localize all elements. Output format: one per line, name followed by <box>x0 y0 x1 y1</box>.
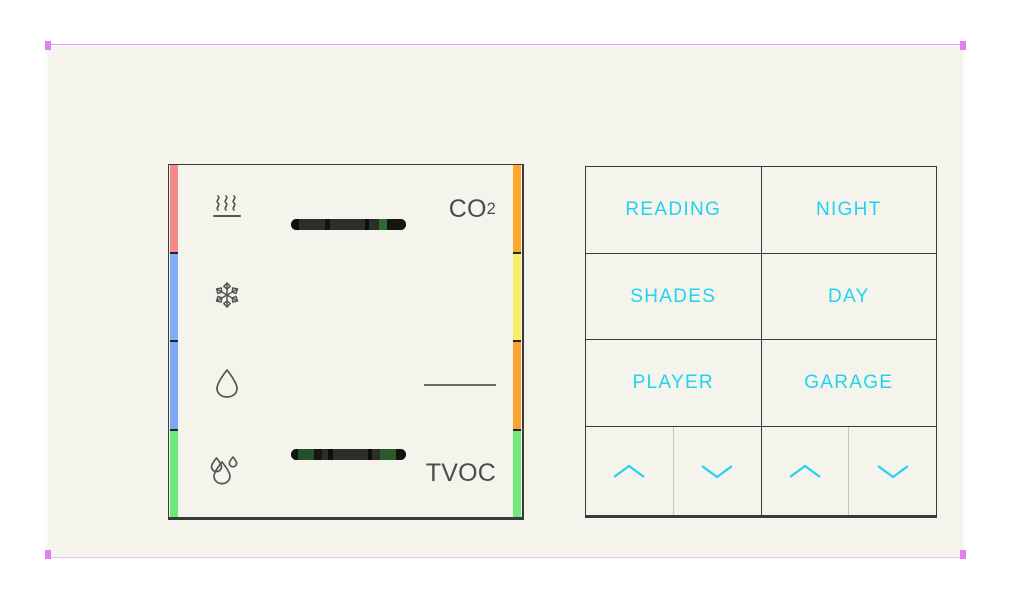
slider-segment <box>314 449 322 460</box>
slider-segment <box>299 219 325 230</box>
chevron-up-icon <box>789 464 821 478</box>
selection-handle-top-left[interactable] <box>45 41 51 50</box>
dehumidify-droplets-icon <box>208 454 246 493</box>
slider-segment <box>291 449 298 460</box>
dehumidify-button[interactable] <box>199 429 255 517</box>
slider-segment <box>379 219 387 230</box>
label-spacer-upper <box>366 253 496 341</box>
right-status-bar-strip <box>513 165 521 517</box>
top-touch-slider[interactable] <box>291 219 406 230</box>
slider-segment <box>380 449 396 460</box>
left-status-bar-strip <box>170 165 178 517</box>
status-bar-segment-cooling <box>170 252 178 341</box>
co2-label-text: CO <box>448 194 487 223</box>
status-bar-segment-co2-high <box>513 165 521 253</box>
heating-icon <box>210 192 244 227</box>
slider-segment <box>369 219 379 230</box>
scene-key-night[interactable]: NIGHT <box>815 198 882 220</box>
slider-segment <box>372 449 380 460</box>
divider-rule <box>424 384 496 386</box>
keypad-row-3: PLAYER GARAGE <box>586 340 936 428</box>
selection-handle-bottom-left[interactable] <box>45 550 51 559</box>
chevron-down-icon <box>701 464 733 478</box>
snowflake-icon <box>212 280 242 315</box>
status-bar-segment-co2-mid <box>513 252 521 341</box>
status-bar-segment-tvoc-high <box>513 341 521 430</box>
scene-key-shades[interactable]: SHADES <box>586 253 762 340</box>
humidify-button[interactable] <box>199 341 255 429</box>
down-key-left[interactable] <box>674 427 762 516</box>
keypad-row-1: READING NIGHT <box>586 167 936 254</box>
down-key-right[interactable] <box>849 427 936 515</box>
status-bar-segment-heating <box>170 165 178 253</box>
status-bar-segment-dehumidify <box>170 429 178 517</box>
scene-key-player[interactable]: PLAYER <box>586 340 762 427</box>
chevron-down-icon <box>876 464 909 478</box>
water-drop-icon <box>213 366 241 405</box>
scene-key-garage[interactable]: GARAGE <box>804 372 894 394</box>
tvoc-label-text: TVOC <box>425 458 496 487</box>
slider-segment <box>330 219 365 230</box>
scene-key-reading[interactable]: READING <box>586 167 762 253</box>
keypad-row-arrows <box>586 427 936 516</box>
status-bar-segment-humidify <box>170 341 178 430</box>
selection-handle-bottom-right[interactable] <box>960 550 966 559</box>
slider-segment <box>387 219 406 230</box>
co2-subscript: 2 <box>486 199 496 218</box>
tvoc-label: TVOC <box>366 429 496 517</box>
slider-segment <box>291 219 299 230</box>
up-key-right[interactable] <box>762 427 850 516</box>
slider-segment <box>368 449 372 460</box>
divider-rule-cell <box>366 341 496 429</box>
up-key-left[interactable] <box>586 427 674 516</box>
cooling-button[interactable] <box>199 253 255 341</box>
heating-button[interactable] <box>199 165 255 253</box>
bottom-touch-slider[interactable] <box>291 449 406 460</box>
slider-segment <box>328 449 333 460</box>
slider-segment <box>333 449 368 460</box>
chevron-up-icon <box>613 464 646 478</box>
slider-segment <box>325 219 330 230</box>
slider-segment <box>298 449 314 460</box>
slider-segment <box>396 449 406 460</box>
slider-segment <box>365 219 369 230</box>
status-bar-segment-tvoc-ok <box>513 429 521 517</box>
scene-keypad-module[interactable]: READING NIGHT SHADES DAY PLAYER GARAGE <box>585 166 937 518</box>
slider-segment <box>322 449 328 460</box>
keypad-row-2: SHADES DAY <box>586 253 936 341</box>
climate-icon-column <box>199 165 255 517</box>
scene-key-day[interactable]: DAY <box>827 285 870 307</box>
selection-handle-top-right[interactable] <box>960 41 966 50</box>
